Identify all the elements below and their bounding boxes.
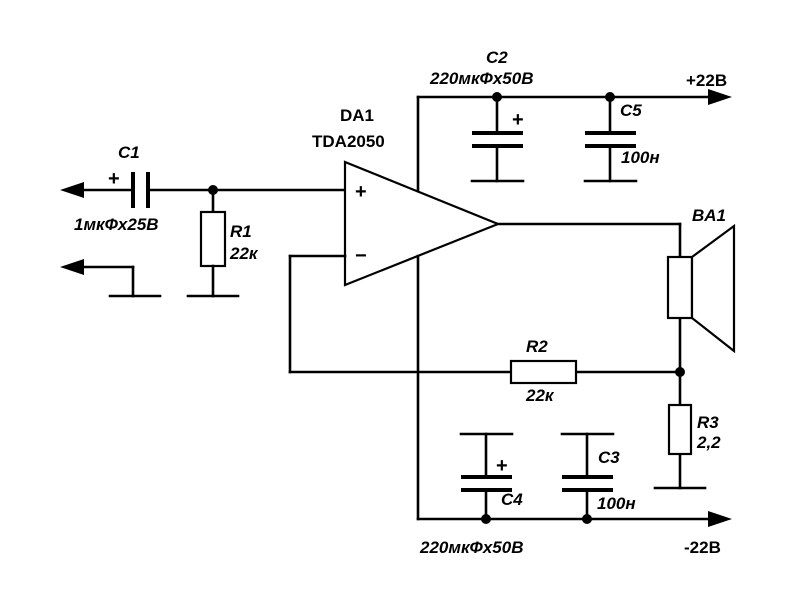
speaker-ba1 bbox=[666, 223, 736, 354]
input-wiring bbox=[80, 188, 347, 298]
opamp-triangle bbox=[343, 160, 501, 287]
r2-ref: R2 bbox=[526, 337, 548, 356]
supply-wiring bbox=[416, 95, 714, 521]
r1-ref: R1 bbox=[230, 222, 252, 241]
c3-ref: C3 bbox=[598, 448, 620, 467]
c3-value: 100н bbox=[597, 494, 636, 513]
c1-ref: C1 bbox=[118, 143, 140, 162]
junction-c3 bbox=[582, 514, 592, 524]
junction-c2 bbox=[492, 92, 502, 102]
capacitor-c2 bbox=[470, 95, 525, 183]
positive-rail-arrow bbox=[708, 89, 732, 105]
c4-value: 220мкФх50В bbox=[419, 538, 523, 557]
junction-r2-r3 bbox=[675, 367, 685, 377]
c5-ref: C5 bbox=[620, 101, 642, 120]
opamp-ref: DA1 bbox=[340, 106, 374, 125]
c4-ref: C4 bbox=[501, 490, 523, 509]
output-wiring bbox=[496, 222, 707, 490]
feedback-wiring bbox=[288, 254, 682, 374]
junction-r1 bbox=[208, 185, 218, 195]
r3-value: 2,2 bbox=[696, 433, 721, 452]
capacitor-c5 bbox=[583, 95, 638, 183]
negative-rail-arrow bbox=[708, 511, 732, 527]
r3-ref: R3 bbox=[697, 413, 719, 432]
resistor-r2 bbox=[509, 359, 578, 385]
c1-polarity: + bbox=[108, 168, 120, 190]
resistor-r3 bbox=[667, 403, 693, 456]
c2-value: 220мкФх50В bbox=[429, 69, 533, 88]
r1-value: 22к bbox=[229, 244, 259, 263]
c1-value: 1мкФх25В bbox=[74, 215, 159, 234]
c2-polarity: + bbox=[512, 109, 524, 131]
opamp-part: TDA2050 bbox=[312, 132, 385, 151]
speaker-ref: BA1 bbox=[692, 206, 726, 225]
c4-polarity: + bbox=[496, 455, 508, 477]
opamp-minus: − bbox=[355, 245, 367, 267]
junction-c4 bbox=[481, 514, 491, 524]
negative-rail-label: -22В bbox=[684, 538, 721, 557]
capacitor-c4 bbox=[459, 432, 514, 521]
opamp-plus: + bbox=[355, 181, 367, 203]
capacitor-c1 bbox=[131, 172, 150, 208]
junction-c5 bbox=[605, 92, 615, 102]
resistor-r1 bbox=[186, 188, 240, 298]
positive-rail-label: +22В bbox=[686, 71, 727, 90]
ground-arrow bbox=[60, 259, 84, 275]
c2-ref: C2 bbox=[486, 48, 508, 67]
r2-value: 22к bbox=[525, 386, 555, 405]
c5-value: 100н bbox=[621, 148, 660, 167]
input-arrow bbox=[60, 182, 84, 198]
